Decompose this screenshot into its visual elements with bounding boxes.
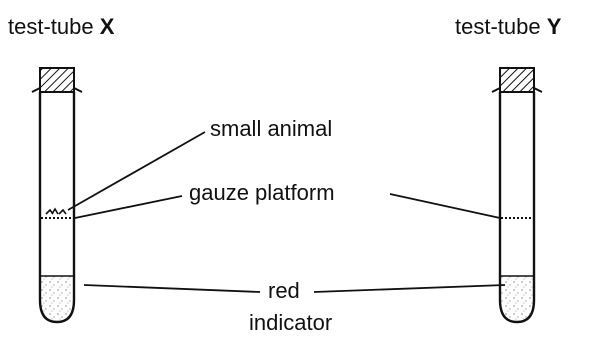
test-tube-x-title: test-tube X bbox=[8, 14, 115, 39]
test-tube-y-red-indicator bbox=[501, 276, 533, 321]
label-small-animal: small animal bbox=[210, 116, 332, 141]
leader-red-indicator-y bbox=[313, 284, 506, 293]
leader-gauze-platform-y bbox=[389, 193, 501, 219]
test-tube-y-body bbox=[498, 92, 536, 324]
test-tube-y-title: test-tube Y bbox=[455, 14, 562, 39]
label-indicator: indicator bbox=[249, 310, 332, 335]
leader-small-animal bbox=[67, 131, 206, 211]
test-tube-x bbox=[31, 67, 83, 324]
small-animal bbox=[45, 207, 67, 215]
label-red: red bbox=[268, 278, 300, 303]
test-tube-y bbox=[491, 67, 543, 324]
test-tube-y-stopper bbox=[499, 67, 535, 93]
leader-gauze-platform-x bbox=[74, 195, 183, 219]
leader-red-indicator-x bbox=[83, 284, 261, 293]
label-gauze-platform: gauze platform bbox=[189, 180, 335, 205]
test-tube-x-stopper bbox=[39, 67, 75, 93]
test-tube-x-body bbox=[38, 92, 76, 324]
test-tube-x-red-indicator bbox=[41, 276, 73, 321]
